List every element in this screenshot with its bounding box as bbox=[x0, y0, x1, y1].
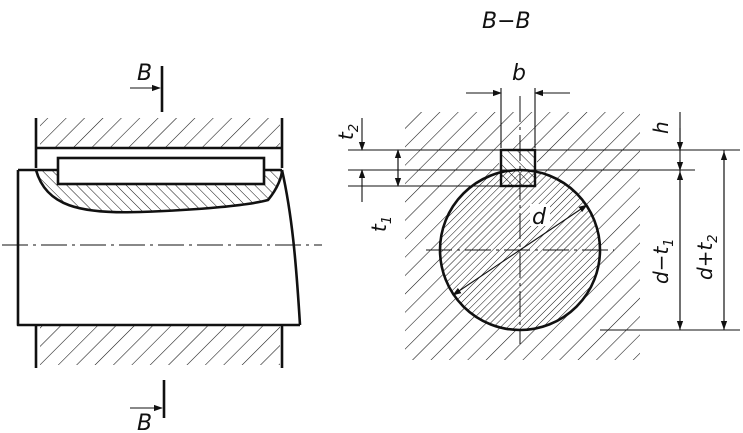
hub-bottom-hatch bbox=[40, 325, 280, 365]
hub-top-hatch bbox=[40, 118, 280, 148]
section-view: B−B b t2 t1 bbox=[334, 9, 740, 360]
label-d-plus-t2: d+t2 bbox=[693, 234, 721, 280]
key-section-hatch bbox=[501, 150, 535, 186]
side-view: B B bbox=[2, 61, 322, 433]
label-b: b bbox=[512, 61, 526, 86]
label-d-minus-t1: d−t1 bbox=[649, 238, 677, 284]
dim-d-arrow-upper bbox=[519, 204, 588, 251]
section-title: B−B bbox=[482, 9, 531, 34]
keyway-contour bbox=[34, 169, 284, 214]
dim-d-arrow-lower bbox=[452, 249, 521, 296]
label-d: d bbox=[532, 205, 547, 230]
label-d-background bbox=[530, 204, 550, 226]
label-t2: t2 bbox=[334, 124, 362, 140]
section-marker-top: B bbox=[137, 61, 152, 86]
label-h: h bbox=[649, 121, 673, 134]
key-side bbox=[56, 156, 266, 186]
section-marker-bottom: B bbox=[137, 411, 152, 433]
label-t1: t1 bbox=[367, 216, 395, 232]
